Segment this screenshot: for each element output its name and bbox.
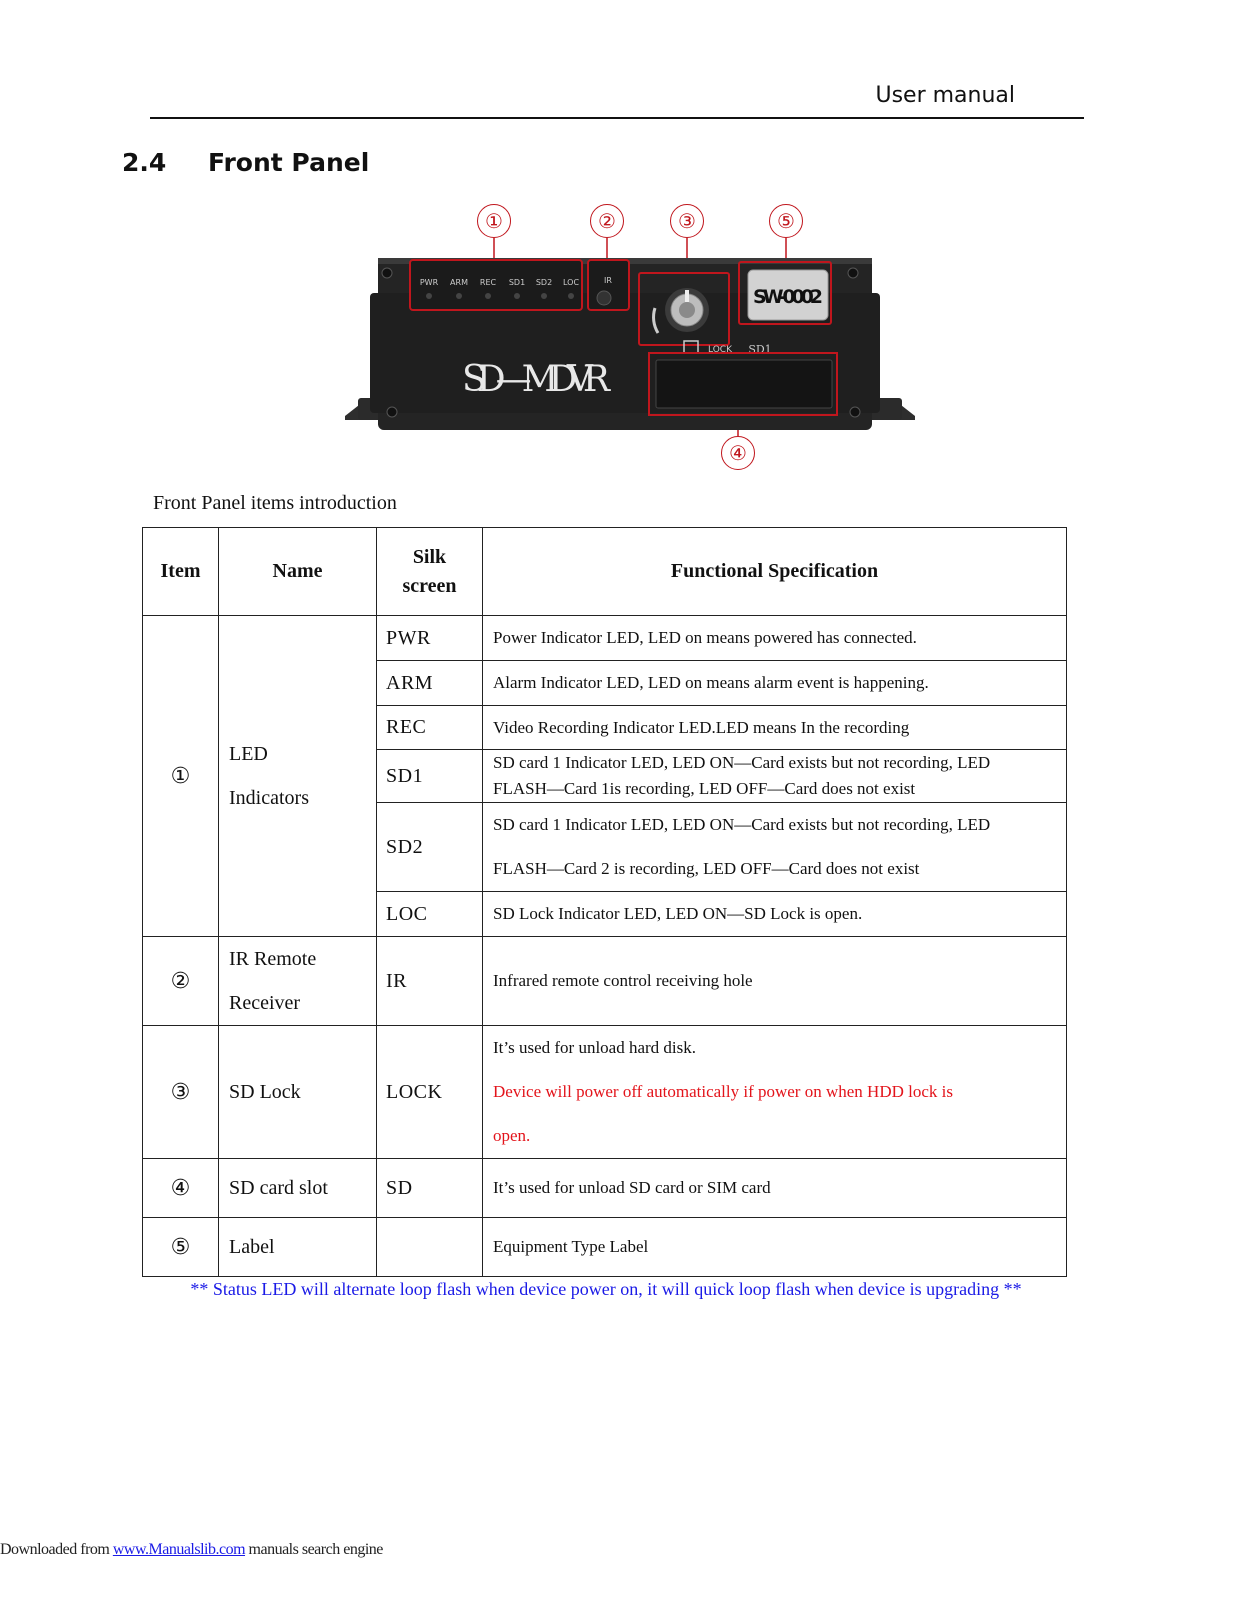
header-title: User manual [875, 83, 1015, 108]
front-panel-figure: ① ② ③ ⑤ ④ PWR ARM REC SD1 SD2 LOC [340, 198, 920, 478]
slot-label: SD1 [748, 343, 771, 356]
function-spec: Power Indicator LED, LED on means powere… [482, 615, 1067, 661]
header-item: Item [142, 527, 219, 616]
item-number: ② [142, 936, 219, 1026]
section-number: 2.4 [122, 148, 167, 177]
download-footer: Downloaded from www.Manualslib.com manua… [0, 1541, 383, 1559]
status-led-footnote: ** Status LED will alternate loop flash … [190, 1279, 1022, 1299]
table-row: SD1 SD card 1 Indicator LED, LED ON—Card… [143, 749, 1067, 803]
item-number: ④ [142, 1158, 219, 1218]
ir-receiver-icon [596, 290, 612, 306]
callout-4: ④ [721, 436, 755, 470]
table-row: ⑤ Label Equipment Type Label [142, 1217, 1067, 1277]
led-label-loc: LOC [563, 278, 579, 287]
table-row: ④ SD card slot SD It’s used for unload S… [142, 1158, 1067, 1218]
silk-screen: SD [376, 1158, 483, 1218]
item-number: ⑤ [142, 1217, 219, 1277]
section-title: Front Panel [208, 148, 370, 177]
table-row: REC Video Recording Indicator LED.LED me… [143, 705, 1067, 750]
led-arm [456, 293, 462, 299]
silk-screen [376, 1217, 483, 1277]
silk-screen: IR [376, 936, 483, 1026]
led-rec [485, 293, 491, 299]
table-caption: Front Panel items introduction [153, 492, 397, 514]
led-sd1 [514, 293, 520, 299]
device-brand: SD—MDVR [462, 359, 611, 400]
silk-screen: REC [376, 705, 483, 750]
table-row: ARM Alarm Indicator LED, LED on means al… [143, 660, 1067, 706]
callout-3: ③ [670, 204, 704, 238]
led-label-sd2: SD2 [536, 278, 552, 287]
item-number: ① [142, 615, 219, 937]
device-drawing: PWR ARM REC SD1 SD2 LOC IR LOCK SD1 SW-0… [345, 238, 915, 436]
function-spec: Alarm Indicator LED, LED on means alarm … [482, 660, 1067, 706]
led-label-sd1: SD1 [509, 278, 525, 287]
led-label-arm: ARM [450, 278, 468, 287]
led-pwr [426, 293, 432, 299]
silk-screen: SD1 [376, 749, 483, 803]
led-sd2 [541, 293, 547, 299]
function-spec: It’s used for unload SD card or SIM card [482, 1158, 1067, 1218]
header-rule [150, 117, 1084, 119]
led-label-rec: REC [480, 278, 497, 287]
silk-screen: SD2 [376, 802, 483, 892]
item-number: ③ [142, 1025, 219, 1159]
led-label-pwr: PWR [420, 278, 439, 287]
function-spec: Infrared remote control receiving hole [482, 936, 1067, 1026]
item-name: SD card slot [218, 1158, 377, 1218]
silk-screen: LOCK [376, 1025, 483, 1159]
footer-suffix: manuals search engine [245, 1541, 384, 1558]
model-label: SW-0002 [753, 286, 823, 308]
header-spec: Functional Specification [482, 527, 1067, 616]
function-spec: It’s used for unload hard disk.Device wi… [482, 1025, 1067, 1159]
function-spec: SD Lock Indicator LED, LED ON—SD Lock is… [482, 891, 1067, 937]
callout-5: ⑤ [769, 204, 803, 238]
warning-text: Device will power off automatically if p… [493, 1082, 953, 1145]
lock-label: LOCK [708, 345, 733, 355]
callout-2: ② [590, 204, 624, 238]
item-name: Label [218, 1217, 377, 1277]
function-spec: Equipment Type Label [482, 1217, 1067, 1277]
table-row: SD2 SD card 1 Indicator LED, LED ON—Card… [143, 802, 1067, 892]
sd-card-slot [655, 359, 833, 409]
table-row: ③ SD Lock LOCK It’s used for unload hard… [142, 1025, 1067, 1159]
item-name: SD Lock [218, 1025, 377, 1159]
function-spec: SD card 1 Indicator LED, LED ON—Card exi… [482, 749, 1067, 803]
callout-1: ① [477, 204, 511, 238]
ir-label: IR [604, 276, 612, 285]
function-spec: SD card 1 Indicator LED, LED ON—Card exi… [482, 802, 1067, 892]
silk-screen: ARM [376, 660, 483, 706]
footer-prefix: Downloaded from [0, 1541, 113, 1558]
led-loc [568, 293, 574, 299]
silk-screen: PWR [376, 615, 483, 661]
silk-screen: LOC [376, 891, 483, 937]
header-name: Name [218, 527, 377, 616]
manualslib-link[interactable]: www.Manualslib.com [112, 1541, 246, 1558]
function-spec: Video Recording Indicator LED.LED means … [482, 705, 1067, 750]
